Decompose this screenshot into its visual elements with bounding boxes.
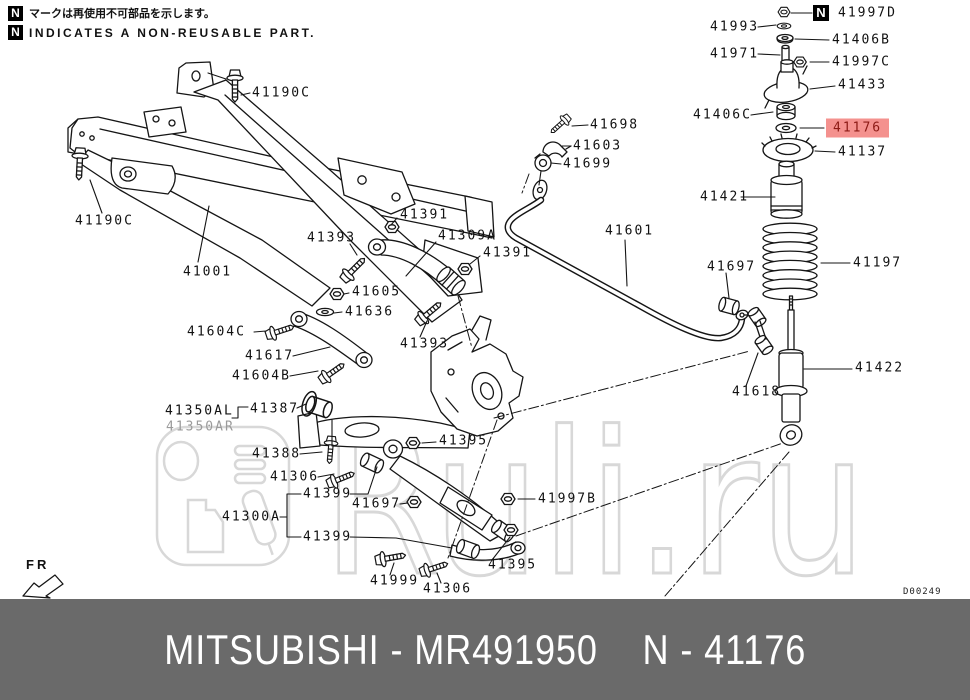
legend-text-en: INDICATES A NON-REUSABLE PART. <box>29 25 317 40</box>
part-label: 41393 <box>400 336 450 352</box>
fasteners <box>70 69 574 580</box>
part-label-highlighted: 41176 <box>826 118 890 138</box>
leader-lines <box>89 12 853 584</box>
stabilizer-bushing <box>718 296 740 316</box>
part-label: 41395 <box>439 433 489 449</box>
part-label: 41997D <box>838 5 897 21</box>
legend-line-jp: N マークは再使用不可部品を示します。 <box>8 5 316 21</box>
legend-text-jp: マークは再使用不可部品を示します。 <box>29 8 215 20</box>
fr-arrow-icon <box>22 574 64 599</box>
part-label: 41601 <box>605 223 655 239</box>
caption-selected-part: N - 41176 <box>642 625 806 673</box>
stabilizer-bar <box>504 141 774 356</box>
part-label: 41971 <box>710 46 760 62</box>
upper-arm <box>367 238 466 296</box>
part-label: 41190C <box>252 85 311 101</box>
stabilizer-link <box>743 306 774 356</box>
part-label: 41395 <box>488 557 538 573</box>
part-label: 41603 <box>573 138 623 154</box>
shock-absorber <box>774 295 808 446</box>
lateral-arm <box>290 310 373 369</box>
part-label: 41350AL <box>165 403 234 419</box>
part-label: 41190C <box>75 213 134 229</box>
part-label: 41399 <box>303 486 353 502</box>
part-label: 41605 <box>352 284 402 300</box>
coil-spring <box>762 222 818 301</box>
part-label: 41433 <box>838 77 888 93</box>
part-label: 41997B <box>538 491 597 507</box>
subframe <box>67 61 495 323</box>
non-reusable-icon: N <box>8 25 23 40</box>
assembly-lines <box>447 173 790 597</box>
part-label: 41391 <box>483 245 533 261</box>
part-label: 41697 <box>352 496 402 512</box>
legend: N マークは再使用不可部品を示します。 N INDICATES A NON-RE… <box>8 5 316 44</box>
part-label: 41399 <box>303 529 353 545</box>
part-label: 41306 <box>270 469 320 485</box>
part-label: 41306 <box>423 581 473 597</box>
part-label: 41997C <box>832 54 891 70</box>
non-reusable-icon: N <box>8 5 23 21</box>
part-label: 41999 <box>370 573 420 589</box>
part-label: 41300A <box>222 509 281 525</box>
part-label: 41604C <box>187 324 246 340</box>
part-label: 41406B <box>832 32 891 48</box>
part-label: 41604B <box>232 368 291 384</box>
part-label: 41388 <box>252 446 302 462</box>
highlighted-washer <box>775 122 797 134</box>
part-label: 41387 <box>250 401 300 417</box>
part-label: 41393 <box>307 230 357 246</box>
part-label: 41618 <box>732 384 782 400</box>
part-label: 41421 <box>700 189 750 205</box>
part-label: 41001 <box>183 264 233 280</box>
drawing-code: D00249 <box>903 587 942 597</box>
part-label: 41137 <box>838 144 888 160</box>
diagram-canvas: Ruli.ru <box>22 6 869 600</box>
part-label: 41993 <box>710 19 760 35</box>
legend-line-en: N INDICATES A NON-REUSABLE PART. <box>8 25 316 40</box>
part-label: 41617 <box>245 348 295 364</box>
part-label: 41422 <box>855 360 905 376</box>
part-label: 41197 <box>853 255 903 271</box>
strut-mount-stack <box>761 6 817 219</box>
caption-bar: MITSUBISHI - MR491950 N - 41176 <box>0 599 970 700</box>
part-label: 41636 <box>345 304 395 320</box>
non-reusable-icon: N <box>813 5 829 21</box>
part-label: 41697 <box>707 259 757 275</box>
part-label: 41698 <box>590 117 640 133</box>
front-direction-label: FR <box>26 557 50 572</box>
part-label: 41309A <box>438 228 497 244</box>
part-label: 41350AR <box>166 419 235 435</box>
part-label: 41391 <box>400 207 450 223</box>
caption-brand-partnumber: MITSUBISHI - MR491950 <box>164 625 598 673</box>
knuckle-trailing-arm <box>297 315 524 449</box>
part-label: 41699 <box>563 156 613 172</box>
part-label: 41406C <box>693 107 752 123</box>
